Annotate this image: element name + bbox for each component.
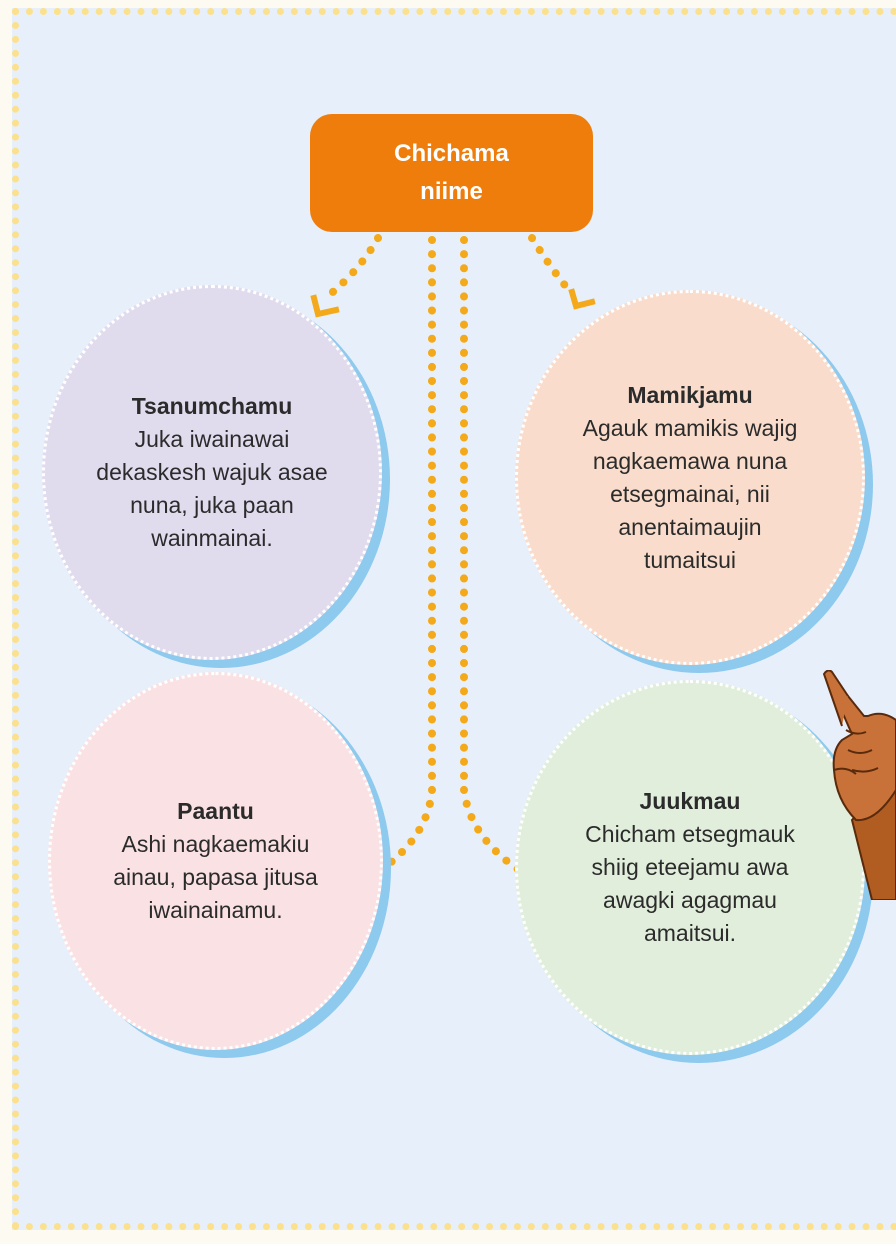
node-tsanumchamu: Tsanumchamu Juka iwainawai dekaskesh waj…: [42, 285, 390, 668]
connector-root-to-tsanumchamu: [324, 234, 382, 300]
connector-root-to-juukmau: [460, 236, 532, 880]
node-title: Paantu: [177, 798, 254, 824]
root-node-label: Chichama niime: [394, 140, 509, 205]
root-node: Chichama niime: [310, 114, 593, 232]
node-mamikjamu: Mamikjamu Agauk mamikis wajig nagkaemawa…: [515, 290, 873, 673]
node-title: Mamikjamu: [627, 381, 753, 408]
node-body: Chicham etsegmauk shiig eteejamu awa awa…: [585, 821, 795, 946]
arrowhead-mamikjamu: [568, 288, 596, 310]
pointing-hand-illustration: [822, 670, 896, 900]
arrowhead-tsanumchamu: [310, 294, 340, 318]
node-title: Juukmau: [639, 788, 741, 814]
node-body: Juka iwainawai dekaskesh wajuk asae nuna…: [96, 426, 328, 551]
node-body: Agauk mamikis wajig nagkaemawa nuna etse…: [582, 414, 798, 573]
node-title: Tsanumchamu: [131, 393, 293, 419]
connector-root-to-paantu: [368, 236, 436, 880]
node-juukmau: Juukmau Chicham etsegmauk shiig eteejamu…: [515, 680, 873, 1063]
node-paantu: Paantu Ashi nagkaemakiu ainau, papasa ji…: [48, 672, 391, 1058]
node-body: Ashi nagkaemakiu ainau, papasa jitusa iw…: [113, 831, 318, 923]
connector-root-to-mamikjamu: [528, 234, 576, 298]
